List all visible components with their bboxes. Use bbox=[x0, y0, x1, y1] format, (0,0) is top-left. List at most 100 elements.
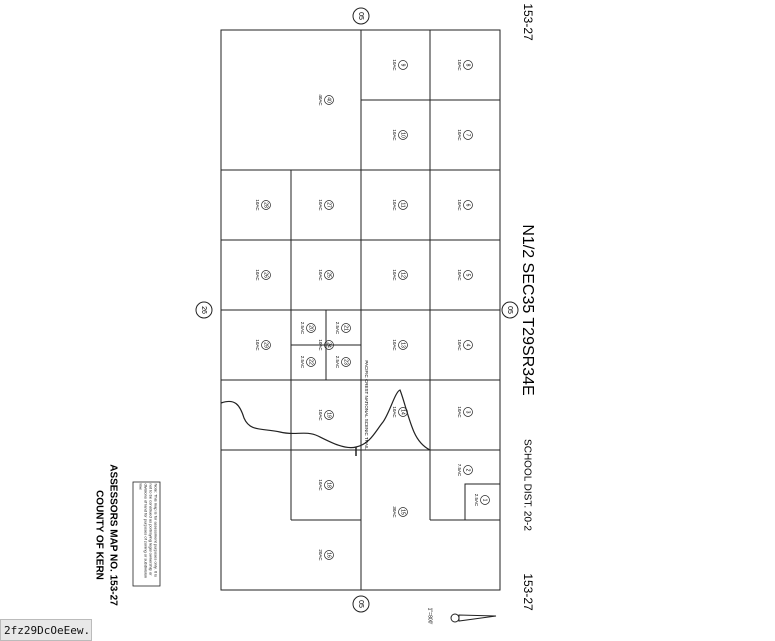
parcel-label: 27.5AC bbox=[457, 464, 473, 477]
parcel-number: 23 bbox=[343, 359, 349, 365]
parcel-area: 40AC bbox=[318, 94, 323, 106]
parcel-area: 10AC bbox=[318, 479, 323, 491]
parcel-number-circle bbox=[261, 270, 271, 280]
parcel-number-circle bbox=[341, 357, 351, 367]
parcel-number: 22 bbox=[308, 359, 314, 365]
parcel-number-circle bbox=[463, 60, 473, 70]
parcel-area: 10AC bbox=[457, 59, 462, 71]
parcel-number-circle bbox=[324, 340, 334, 350]
footer-title-2: COUNTY OF KERN bbox=[93, 490, 104, 580]
parcel-number-circle bbox=[261, 200, 271, 210]
parcel-number: 10 bbox=[400, 132, 406, 138]
parcel-area: 10AC bbox=[457, 129, 462, 141]
parcel-area: 10AC bbox=[457, 199, 462, 211]
parcel-number: 18 bbox=[326, 482, 332, 488]
parcel-number-circle bbox=[324, 480, 334, 490]
parcel-number: 25 bbox=[326, 272, 332, 278]
map-number-bottom: 153-27 bbox=[521, 573, 535, 611]
parcel-number-circle bbox=[398, 340, 408, 350]
parcel-number-circle bbox=[324, 95, 334, 105]
svg-text:05: 05 bbox=[506, 306, 513, 314]
pacific-crest-trail-line bbox=[220, 389, 431, 451]
road-marker-left: 26 bbox=[195, 301, 213, 319]
parcel-number-circle bbox=[463, 340, 473, 350]
parcel-number: 16 bbox=[326, 552, 332, 558]
parcel-number-circle bbox=[324, 550, 334, 560]
parcel-number: 19 bbox=[326, 412, 332, 418]
parcel-area: 10AC bbox=[457, 339, 462, 351]
parcel-area: 2.5AC bbox=[335, 356, 340, 369]
parcel-number-circle bbox=[463, 465, 473, 475]
parcel-area: 7.5AC bbox=[457, 464, 462, 477]
parcel-area: 10AC bbox=[392, 59, 397, 71]
parcel-number: 21 bbox=[343, 325, 349, 331]
parcel-area: 10AC bbox=[457, 406, 462, 418]
parcel-area: 10AC bbox=[392, 269, 397, 281]
svg-text:05: 05 bbox=[357, 600, 364, 608]
parcel-area: 10AC bbox=[392, 199, 397, 211]
road-marker-bottom: 05 bbox=[352, 595, 370, 613]
parcel-number: 1 bbox=[482, 499, 488, 502]
parcel-number: 5 bbox=[465, 274, 471, 277]
filename-badge: 2fz29DcOeEew... bbox=[0, 619, 92, 641]
parcel-number-circle bbox=[324, 200, 334, 210]
parcel-number-circle bbox=[398, 507, 408, 517]
parcel-number-circle bbox=[324, 270, 334, 280]
parcel-number-circle bbox=[463, 270, 473, 280]
parcel-number-circle bbox=[463, 130, 473, 140]
parcel-area: 2.5AC bbox=[335, 322, 340, 335]
parcel-area: 10AC bbox=[318, 199, 323, 211]
parcel-number-circle bbox=[341, 323, 351, 333]
parcel-number: 14 bbox=[400, 409, 406, 415]
parcel-area: 10AC bbox=[457, 269, 462, 281]
parcel-number-circle bbox=[398, 270, 408, 280]
footer-title-1: ASSESSORS MAP NO. 153-27 bbox=[107, 464, 118, 606]
svg-text:05: 05 bbox=[357, 12, 364, 20]
parcel-number-circle bbox=[398, 60, 408, 70]
parcel-number: 11 bbox=[400, 202, 406, 207]
note-text: Note: This map is for assessment purpose… bbox=[138, 483, 159, 579]
parcel-number: 6 bbox=[465, 204, 471, 207]
parcel-label: 202.5AC bbox=[300, 322, 316, 335]
parcel-area: 30AC bbox=[392, 506, 397, 518]
parcel-number: 8 bbox=[465, 64, 471, 67]
parcel-number-circle bbox=[398, 200, 408, 210]
parcel-number: 12 bbox=[400, 272, 406, 278]
parcel-number: 28 bbox=[263, 202, 269, 208]
road-marker-center: 05 bbox=[501, 301, 519, 319]
parcel-number: 13 bbox=[400, 342, 406, 348]
parcel-area: 10AC bbox=[255, 339, 260, 351]
scale-label: 1"=800' bbox=[427, 608, 433, 625]
parcel-number: 7 bbox=[465, 134, 471, 137]
parcel-label: 12.5AC bbox=[474, 494, 490, 507]
road-marker-top: 05 bbox=[352, 7, 370, 25]
parcel-label: 222.5AC bbox=[300, 356, 316, 369]
parcel-area: 10AC bbox=[318, 409, 323, 421]
parcel-number-circle bbox=[306, 357, 316, 367]
parcel-number: 24 bbox=[326, 342, 332, 348]
parcel-number-circle bbox=[463, 200, 473, 210]
parcel-number-circle bbox=[398, 407, 408, 417]
parcel-area: 2.5AC bbox=[474, 494, 479, 507]
parcel-labels: 810AC910AC710AC1010AC610AC1110AC510AC121… bbox=[255, 59, 490, 561]
parcel-area: 10AC bbox=[392, 129, 397, 141]
parcel-number: 15 bbox=[400, 509, 406, 515]
section-title: N1/2 SEC35 T29SR34E bbox=[519, 224, 536, 395]
parcel-area: 10AC bbox=[255, 269, 260, 281]
